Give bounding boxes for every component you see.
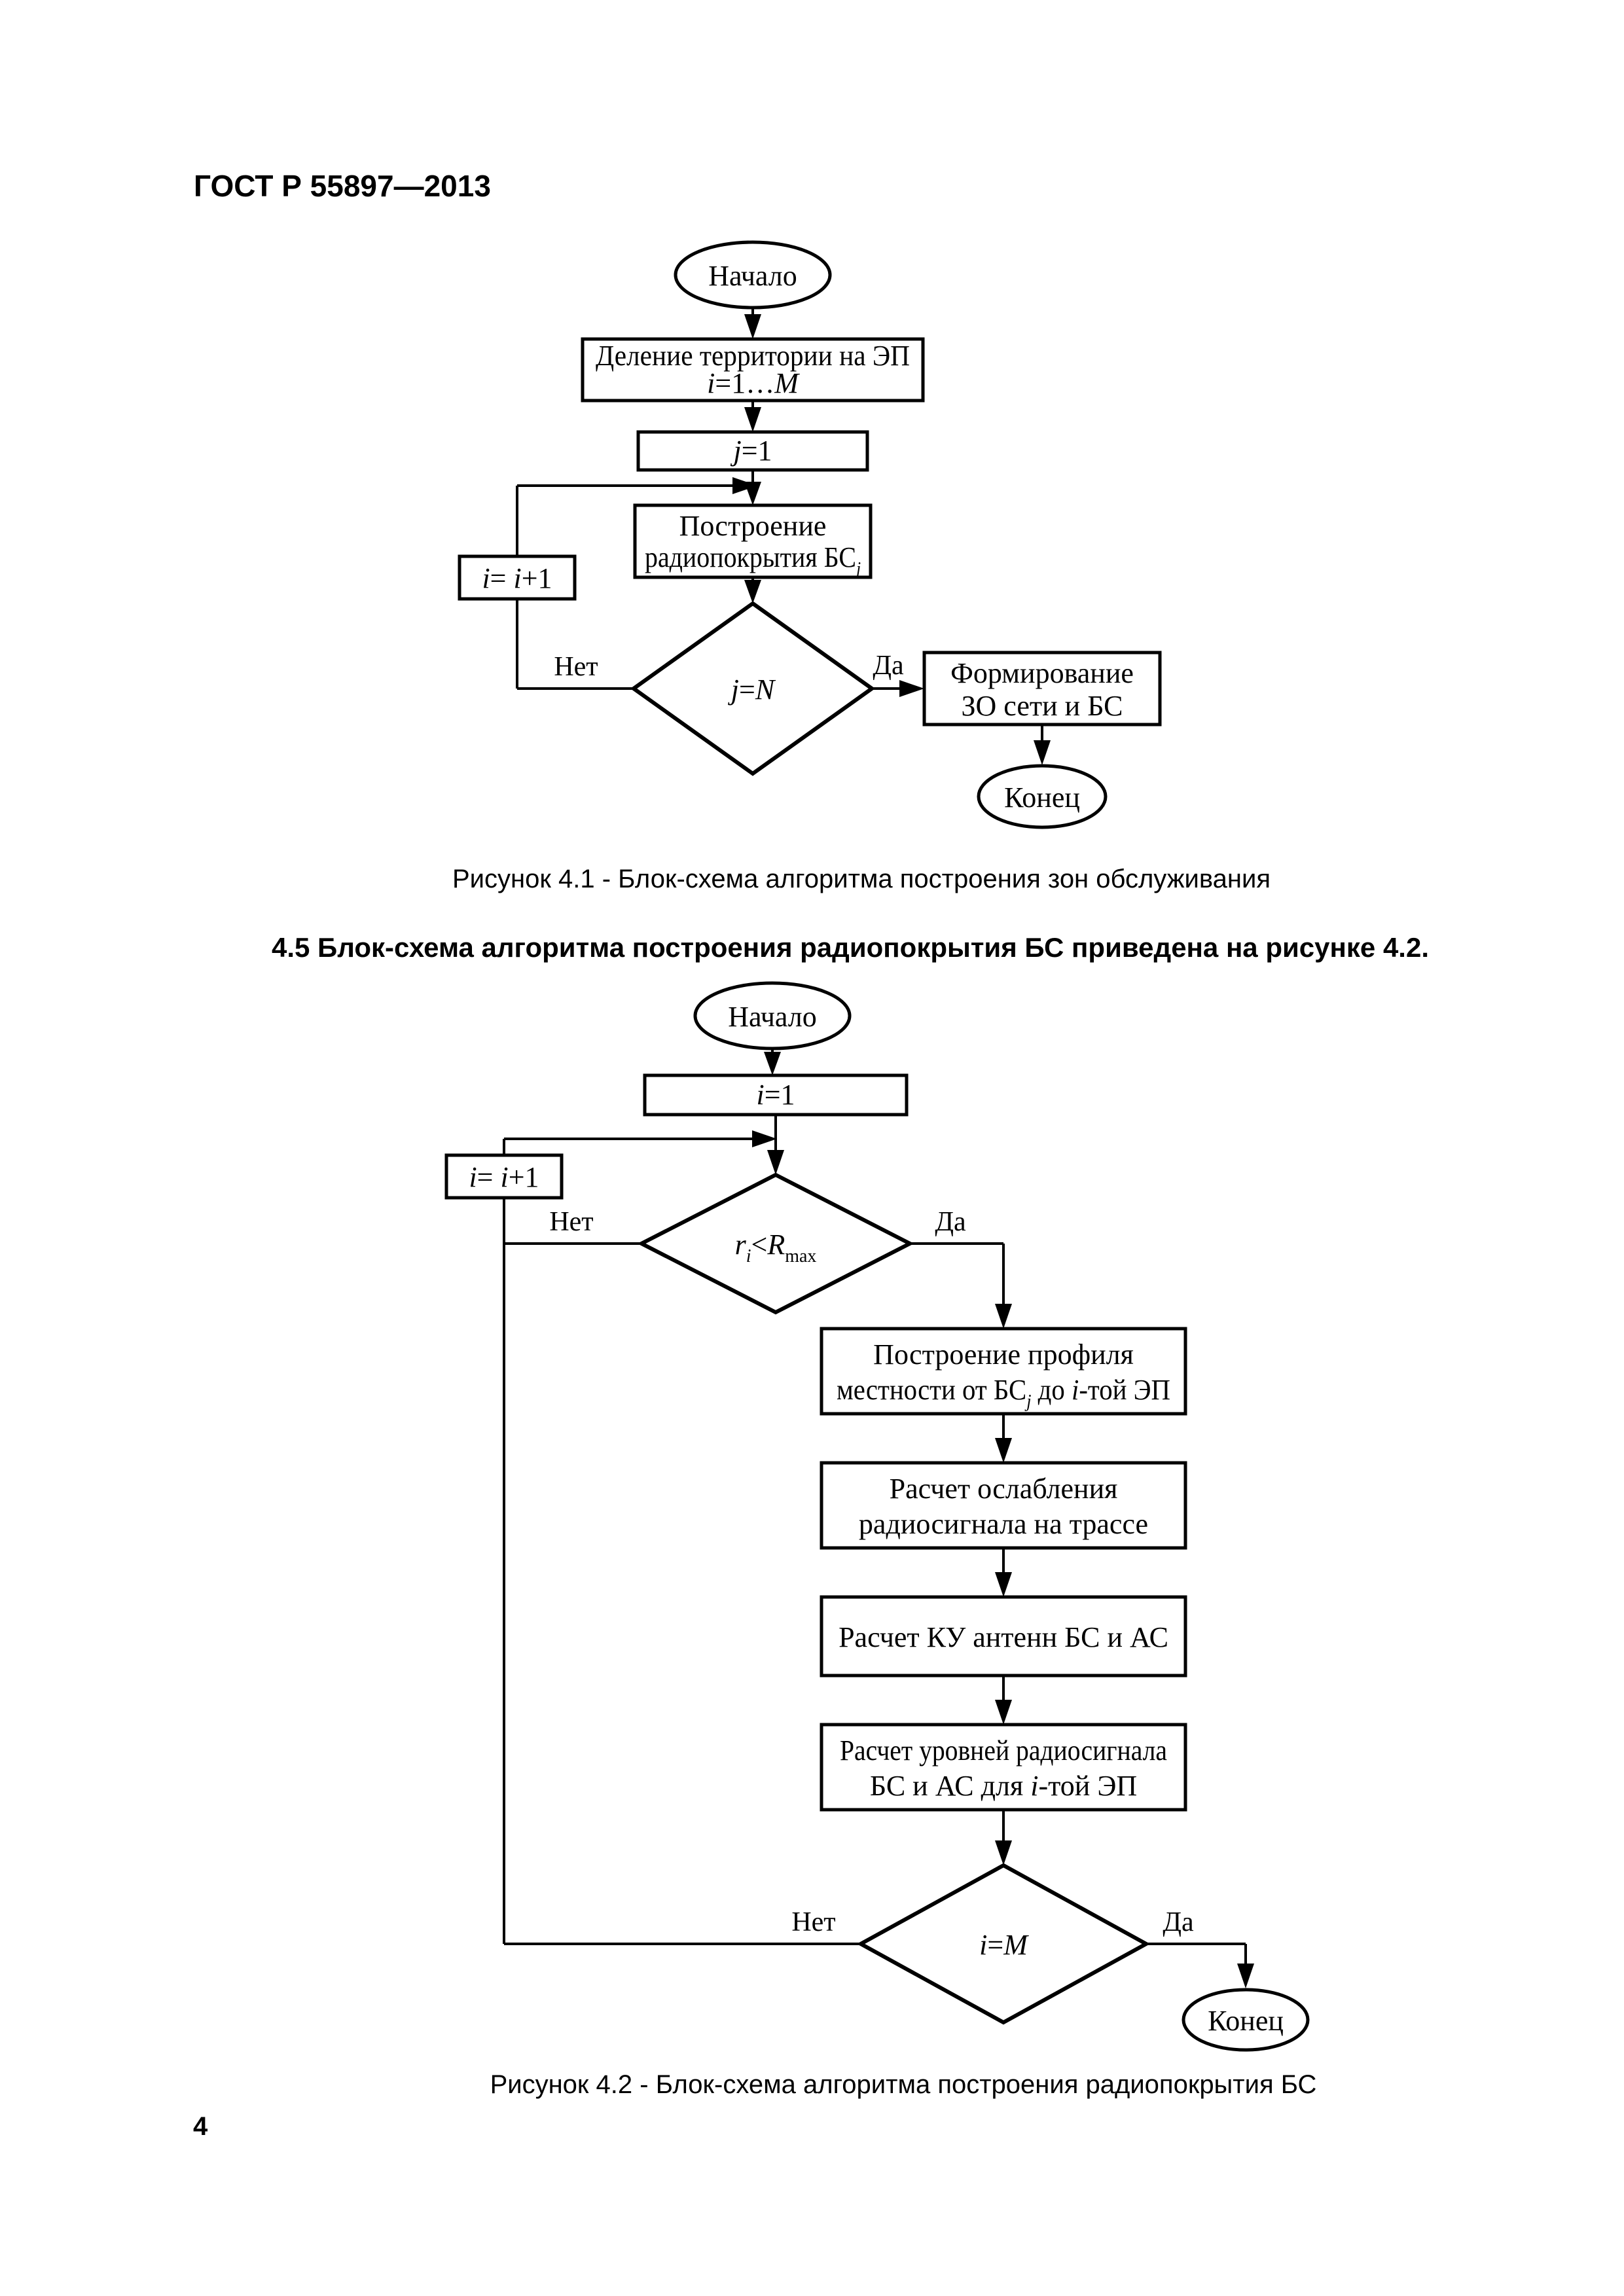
figure-4-2-caption: Рисунок 4.2 - Блок-схема алгоритма постр…: [490, 2070, 1317, 2099]
fig2-decision-r-label: ri<Rmax: [735, 1229, 817, 1266]
fig2-no-label-bottom: Нет: [791, 1907, 835, 1937]
fig2-init-i-label: i=1: [756, 1079, 795, 1111]
fig1-divide-territory-line2: i=1…M: [707, 367, 800, 399]
fig1-arrowhead-down-icon: [744, 482, 761, 505]
fig2-arrowhead-down-icon: [995, 1304, 1012, 1329]
fig2-build-profile-line2: местности от БСj до i-той ЭП: [837, 1374, 1170, 1412]
fig2-decision-m-label: i=M: [979, 1929, 1029, 1961]
fig2-yes-label: Да: [935, 1207, 966, 1237]
fig1-increment-label: i= i+1: [482, 562, 552, 594]
fig1-arrowhead-down-icon: [744, 580, 761, 603]
fig2-arrowhead-down-icon: [995, 1572, 1012, 1597]
figure-4-2-flowchart: Начало i=1 i= i+1 ri<Rmax Нет Да Построе…: [444, 981, 1317, 2099]
fig2-increment-label: i= i+1: [469, 1161, 539, 1193]
fig2-arrowhead-right-icon: [752, 1130, 777, 1147]
fig1-arrowhead-down-icon: [744, 314, 761, 339]
fig2-end-terminator: [1182, 1988, 1310, 2052]
fig1-end-label: Конец: [1004, 781, 1080, 814]
fig1-form-zones-line2: ЗО сети и БС: [961, 690, 1123, 722]
fig2-build-profile-box: [820, 1327, 1187, 1416]
fig1-yes-label: Да: [873, 651, 904, 681]
fig2-init-i-box: [643, 1073, 909, 1117]
fig1-build-coverage-line2: радиопокрытия БСj: [645, 541, 861, 579]
fig1-build-coverage-box: [633, 503, 873, 579]
figure-4-1-caption: Рисунок 4.1 - Блок-схема алгоритма постр…: [452, 865, 1271, 893]
fig2-attenuation-line1: Расчет ослабления: [890, 1473, 1118, 1505]
fig2-no-label: Нет: [549, 1207, 593, 1237]
fig2-arrowhead-down-icon: [767, 1150, 784, 1175]
fig1-arrowhead-right-icon: [732, 477, 757, 494]
fig2-build-profile-line1: Построение профиля: [873, 1338, 1134, 1371]
fig2-signal-levels-line2: БС и АС для i-той ЭП: [870, 1770, 1137, 1802]
fig2-arrowhead-down-icon: [995, 1840, 1012, 1865]
fig2-signal-levels-line1: Расчет уровней радиосигнала: [840, 1734, 1167, 1767]
fig2-decision-r-less-rmax: [637, 1172, 914, 1315]
fig2-antenna-gain-line1: Расчет КУ антенн БС и АС: [839, 1621, 1168, 1653]
fig2-attenuation-line2: радиосигнала на трассе: [859, 1508, 1148, 1540]
fig1-decision-label: j=N: [728, 673, 776, 706]
fig2-arrowhead-down-icon: [764, 1052, 781, 1075]
fig1-arrowhead-down-icon: [744, 407, 761, 432]
fig1-decision-j-equals-n: [630, 601, 876, 776]
fig2-arrowhead-down-icon: [995, 1700, 1012, 1725]
fig1-divide-territory-box: [581, 337, 925, 403]
fig1-form-zones-line1: Формирование: [950, 657, 1134, 689]
section-4-5-heading: 4.5 Блок-схема алгоритма построения ради…: [272, 932, 1429, 963]
fig2-start-label: Начало: [728, 1001, 817, 1033]
fig1-arrowhead-down-icon: [1034, 740, 1051, 765]
fig1-init-j-label: j=1: [730, 435, 772, 467]
fig1-build-coverage-line1: Построение: [679, 510, 827, 542]
page-number: 4: [193, 2112, 208, 2141]
fig2-attenuation-box: [820, 1461, 1187, 1550]
fig2-yes-label-bottom: Да: [1163, 1907, 1194, 1937]
fig1-increment-box: [458, 554, 577, 601]
page-header: ГОСТ Р 55897—2013: [194, 169, 491, 203]
fig2-antenna-gain-box: [820, 1595, 1187, 1677]
fig1-divide-territory-line1: Деление территории на ЭП: [596, 340, 910, 372]
fig1-end-terminator: [977, 764, 1108, 829]
fig2-end-label: Конец: [1208, 2005, 1284, 2037]
fig2-arrowhead-down-icon: [995, 1438, 1012, 1463]
fig1-no-label: Нет: [554, 652, 598, 682]
fig1-form-zones-box: [922, 651, 1162, 726]
fig1-arrowhead-right-icon: [899, 680, 924, 697]
fig1-start-label: Начало: [708, 260, 797, 292]
figure-4-1-flowchart: Начало Деление территории на ЭП i=1…M j=…: [452, 240, 1271, 893]
fig2-decision-i-equals-m: [856, 1863, 1151, 2025]
fig2-arrowhead-down-icon: [1237, 1964, 1254, 1988]
